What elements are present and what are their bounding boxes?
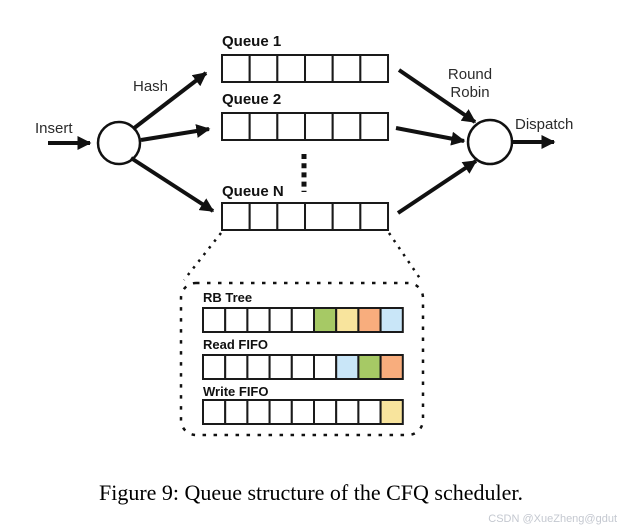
queue-cell-white xyxy=(221,202,251,231)
round-robin-node-circle xyxy=(466,118,514,166)
callout-line-right xyxy=(387,232,423,281)
queue-cell-white xyxy=(202,399,227,425)
round-robin-label-line1: Round xyxy=(448,66,492,83)
queue-cell-green xyxy=(357,354,382,380)
queue-cell-white xyxy=(290,307,315,333)
queueN-cells xyxy=(221,202,390,231)
hash-arrow-queue2 xyxy=(140,124,211,142)
queue-cell-white xyxy=(246,354,271,380)
queue-cell-white xyxy=(331,54,362,83)
queue-cell-white xyxy=(221,54,251,83)
hash-node-circle xyxy=(96,120,142,166)
queue-cell-white xyxy=(304,54,334,83)
queue-cell-white xyxy=(331,202,362,231)
queue-cell-blue xyxy=(335,354,360,380)
queue-cell-white xyxy=(224,354,249,380)
queue-cell-white xyxy=(304,202,334,231)
queue-cell-white xyxy=(357,399,382,425)
write-fifo-cells xyxy=(202,399,404,425)
queue-cell-white xyxy=(313,354,338,380)
queue-cell-white xyxy=(331,112,362,141)
queue-cell-white xyxy=(359,54,390,83)
queueN-arrow-roundrobin xyxy=(396,159,478,215)
read-fifo-cells xyxy=(202,354,404,380)
queue-cell-white xyxy=(290,399,315,425)
queue-cell-white xyxy=(202,307,227,333)
queue-cell-blue xyxy=(379,307,404,333)
queue-cell-white xyxy=(224,399,249,425)
write-fifo-label: Write FIFO xyxy=(203,384,268,399)
queue-cell-white xyxy=(276,112,307,141)
queue-cell-white xyxy=(246,307,271,333)
figure-caption: Figure 9: Queue structure of the CFQ sch… xyxy=(98,480,523,505)
queue-cell-white xyxy=(221,112,251,141)
queue-cell-orange xyxy=(379,354,404,380)
queue1-arrow-roundrobin xyxy=(397,68,477,124)
queue-cell-white xyxy=(202,354,227,380)
dispatch-label: Dispatch xyxy=(515,116,573,133)
queue1-cells xyxy=(221,54,390,83)
cfq-diagram: Insert Hash Queue 1 Queue 2 Queue N Roun… xyxy=(35,33,573,437)
queue-cell-green xyxy=(313,307,338,333)
queue-cell-white xyxy=(246,399,271,425)
queue-cell-white xyxy=(268,399,293,425)
queue1-label: Queue 1 xyxy=(222,33,281,50)
callout-line-left xyxy=(183,232,222,281)
hash-arrow-queue1 xyxy=(131,71,208,131)
queueN-label: Queue N xyxy=(222,183,284,200)
queue-cell-white xyxy=(276,202,307,231)
rb-tree-cells xyxy=(202,307,404,333)
insert-label: Insert xyxy=(35,120,73,137)
queue-cell-white xyxy=(248,54,279,83)
rb-tree-label: RB Tree xyxy=(203,290,252,305)
queue-cell-white xyxy=(313,399,338,425)
queue-detail-box xyxy=(179,281,425,437)
read-fifo-label: Read FIFO xyxy=(203,337,268,352)
queue-cell-white xyxy=(335,399,360,425)
queue-cell-white xyxy=(290,354,315,380)
queue-cell-white xyxy=(248,202,279,231)
queue-cell-yellow xyxy=(379,399,404,425)
queue2-arrow-roundrobin xyxy=(395,126,466,146)
queue-cell-white xyxy=(304,112,334,141)
watermark: CSDN @XueZheng@gdut xyxy=(488,513,617,525)
queue-cell-white xyxy=(359,112,390,141)
queue-cell-white xyxy=(224,307,249,333)
queue2-label: Queue 2 xyxy=(222,91,281,108)
hash-arrow-queueN xyxy=(129,156,215,213)
hash-label: Hash xyxy=(133,78,168,95)
queue-cell-white xyxy=(268,307,293,333)
queue-cell-orange xyxy=(357,307,382,333)
round-robin-label-line2: Robin xyxy=(450,84,489,101)
queue-cell-white xyxy=(359,202,390,231)
queue2-cells xyxy=(221,112,390,141)
queue-cell-white xyxy=(276,54,307,83)
queue-cell-white xyxy=(268,354,293,380)
queue-cell-white xyxy=(248,112,279,141)
queue-cell-yellow xyxy=(335,307,360,333)
